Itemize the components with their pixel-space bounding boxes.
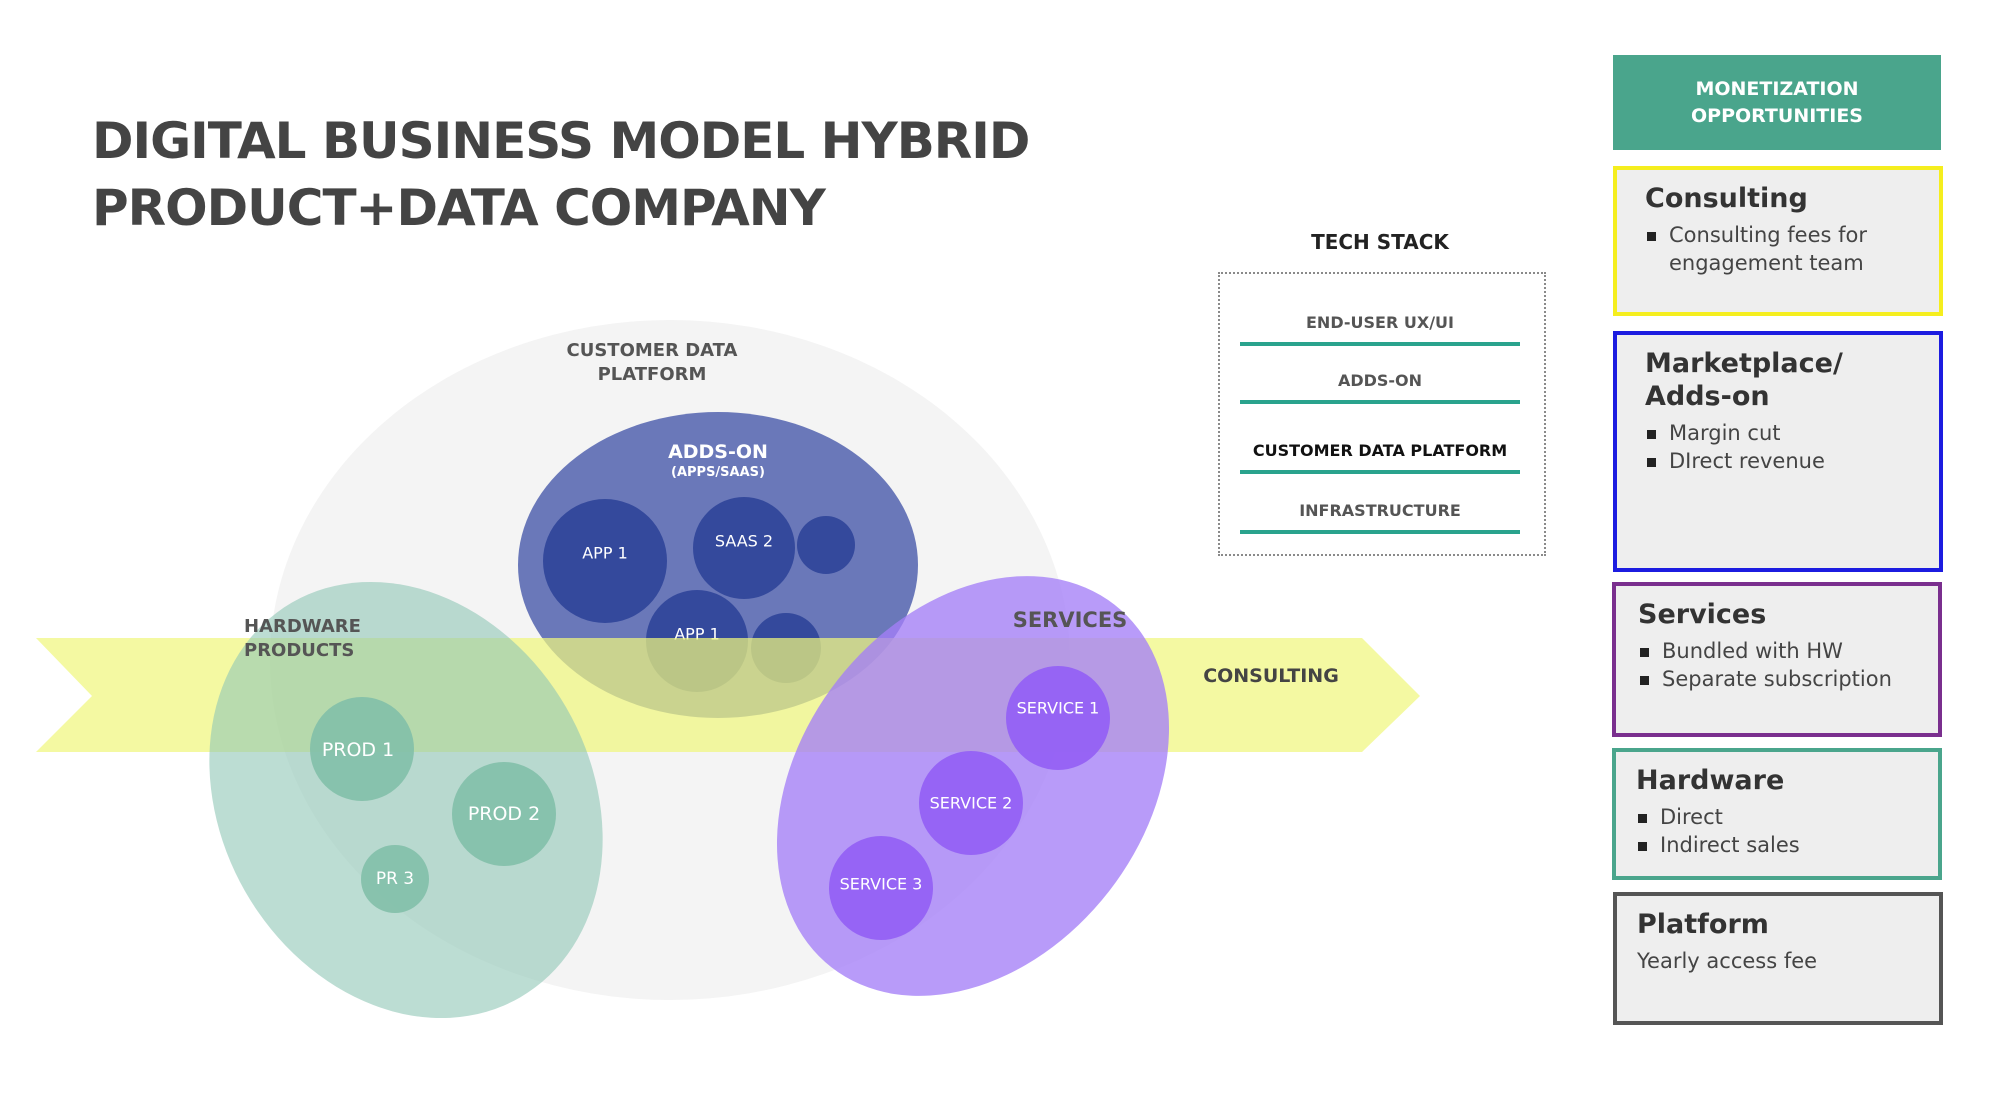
- customer-data-platform-label-line-1: CUSTOMER DATA: [567, 340, 738, 361]
- card-bullet: Bundled with HW: [1638, 637, 1910, 665]
- services-service-3-label: SERVICE 3: [840, 875, 923, 894]
- card-bullets: Consulting fees for engagement team: [1645, 221, 1911, 277]
- monetization-card-consulting: Consulting Consulting fees for engagemen…: [1613, 166, 1943, 316]
- consulting-band-label: CONSULTING: [1203, 665, 1339, 687]
- card-bullet: DIrect revenue: [1645, 447, 1911, 475]
- page-title: DIGITAL BUSINESS MODEL HYBRID PRODUCT+DA…: [92, 108, 1030, 242]
- card-title: Hardware: [1636, 765, 1785, 796]
- card-title: Platform: [1637, 909, 1769, 940]
- card-bullet: Indirect sales: [1636, 831, 1910, 859]
- hardware-prod-1-circle: [310, 697, 414, 801]
- adds-on-saas-2-circle: [693, 497, 795, 599]
- tech-stack-title: TECH STACK: [1311, 230, 1449, 254]
- tech-stack-layer-end-user-ux-ui: END-USER UX/UI: [1240, 282, 1520, 346]
- hardware-pr-3-label: PR 3: [376, 869, 414, 889]
- card-bullets: Margin cut DIrect revenue: [1645, 419, 1911, 475]
- monetization-card-marketplace-adds-on: Marketplace/ Adds-on Margin cut DIrect r…: [1613, 331, 1943, 572]
- card-bullet: Consulting fees for engagement team: [1645, 221, 1911, 277]
- adds-on-small-circle-1: [797, 516, 855, 574]
- hardware-prod-2-label: PROD 2: [468, 803, 540, 825]
- card-bullet: Margin cut: [1645, 419, 1911, 447]
- monetization-card-hardware: Hardware Direct Indirect sales: [1612, 748, 1942, 880]
- adds-on-saas-2-label: SAAS 2: [715, 532, 773, 551]
- adds-on-label: ADDS-ON: [668, 441, 768, 463]
- adds-on-app-1-label: APP 1: [582, 544, 628, 563]
- hardware-prod-2-circle: [452, 762, 556, 866]
- monetization-card-services: Services Bundled with HW Separate subscr…: [1612, 582, 1942, 737]
- monetization-header: MONETIZATION OPPORTUNITIES: [1613, 55, 1941, 150]
- card-text: Yearly access fee: [1637, 949, 1818, 973]
- services-service-2-label: SERVICE 2: [930, 794, 1013, 813]
- hardware-products-label-line-2: PRODUCTS: [244, 640, 354, 661]
- monetization-card-platform: Platform Yearly access fee: [1613, 892, 1943, 1025]
- hardware-products-label-line-1: HARDWARE: [244, 616, 361, 637]
- tech-stack-layer-adds-on: ADDS-ON: [1240, 346, 1520, 404]
- services-label: SERVICES: [1013, 608, 1128, 632]
- card-title: Consulting: [1645, 183, 1808, 214]
- services-service-3-circle: [829, 836, 933, 940]
- tech-stack-layer-customer-data-platform: CUSTOMER DATA PLATFORM: [1240, 404, 1520, 474]
- hardware-products-ellipse: [209, 581, 603, 1019]
- card-bullet: Direct: [1636, 803, 1910, 831]
- hardware-prod-1-label: PROD 1: [322, 739, 394, 761]
- services-service-2-circle: [919, 751, 1023, 855]
- card-title: Services: [1638, 599, 1767, 630]
- services-service-1-circle: [1006, 666, 1110, 770]
- card-bullets: Direct Indirect sales: [1636, 803, 1910, 859]
- card-title: Marketplace/ Adds-on: [1645, 348, 1843, 412]
- services-service-1-label: SERVICE 1: [1017, 699, 1100, 718]
- page-title-line-2: PRODUCT+DATA COMPANY: [92, 179, 826, 237]
- card-bullet: Separate subscription: [1638, 665, 1910, 693]
- adds-on-app-1-circle: [543, 499, 667, 623]
- page-title-line-1: DIGITAL BUSINESS MODEL HYBRID: [92, 112, 1030, 170]
- customer-data-platform-label-line-2: PLATFORM: [598, 364, 707, 385]
- tech-stack-layer-infrastructure: INFRASTRUCTURE: [1240, 474, 1520, 534]
- card-bullets: Bundled with HW Separate subscription: [1638, 637, 1910, 693]
- adds-on-sublabel: (APPS/SAAS): [671, 465, 765, 480]
- tech-stack-box: END-USER UX/UI ADDS-ON CUSTOMER DATA PLA…: [1218, 272, 1546, 556]
- hardware-pr-3-circle: [361, 845, 429, 913]
